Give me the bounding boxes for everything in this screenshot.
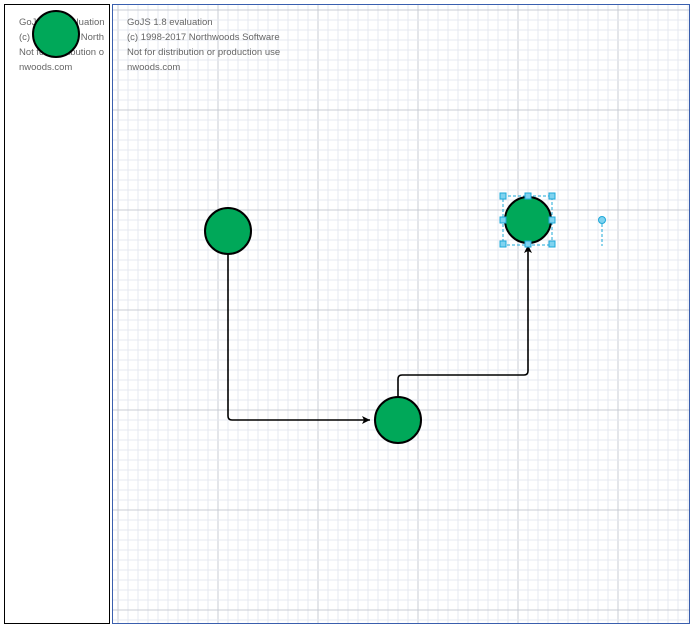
watermark-line: nwoods.com xyxy=(127,62,181,73)
palette-canvas xyxy=(32,10,80,58)
resize-handles[interactable] xyxy=(499,192,556,248)
resize-handle[interactable] xyxy=(524,240,532,248)
resize-handle[interactable] xyxy=(499,216,507,224)
palette-panel[interactable]: GoJS 1.8 evaluation (c) 1998-2017 North … xyxy=(4,4,110,624)
resize-handle[interactable] xyxy=(524,192,532,200)
rotate-handle[interactable] xyxy=(598,216,606,224)
link-b-to-c[interactable] xyxy=(397,245,532,398)
diagram-watermark: GoJS 1.8 evaluation (c) 1998-2017 Northw… xyxy=(127,15,280,75)
diagram-grid xyxy=(113,5,689,623)
link-a-to-b[interactable] xyxy=(227,253,370,424)
diagram-canvas[interactable]: GoJS 1.8 evaluation (c) 1998-2017 Northw… xyxy=(112,4,690,624)
resize-handle[interactable] xyxy=(548,240,556,248)
resize-handle[interactable] xyxy=(499,240,507,248)
watermark-line: (c) 1998-2017 Northwoods Software xyxy=(127,32,280,43)
resize-handle[interactable] xyxy=(499,192,507,200)
circle-node-selected[interactable] xyxy=(504,196,552,244)
palette-circle-node[interactable] xyxy=(32,10,80,58)
resize-handle[interactable] xyxy=(548,192,556,200)
circle-node[interactable] xyxy=(374,396,422,444)
resize-handle[interactable] xyxy=(548,216,556,224)
diagram-content xyxy=(204,192,606,444)
watermark-line: GoJS 1.8 evaluation xyxy=(127,17,213,28)
palette-watermark-line: nwoods.com xyxy=(19,62,73,73)
watermark-line: Not for distribution or production use xyxy=(127,47,281,58)
circle-node[interactable] xyxy=(204,207,252,255)
